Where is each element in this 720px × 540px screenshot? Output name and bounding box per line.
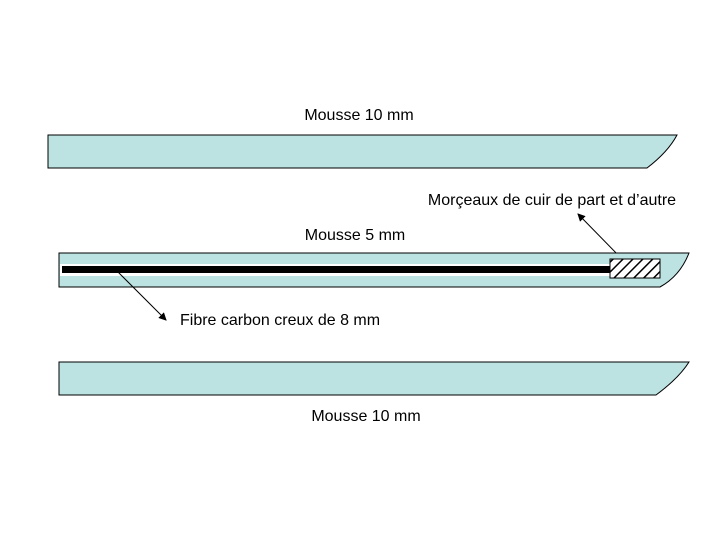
carbon-tube-arrow [117,271,167,321]
carbon-tube [62,266,610,273]
leather-label: Morçeaux de cuir de part et d’autre [428,192,676,209]
bottom-foam-layer [58,361,690,396]
top-foam-label: Mousse 10 mm [304,107,413,124]
carbon-tube-label: Fibre carbon creux de 8 mm [180,312,380,329]
top-foam-layer [47,134,678,169]
leather-arrow [577,213,623,260]
middle-foam-label: Mousse 5 mm [305,227,405,244]
leather-piece [609,258,661,279]
bottom-foam-label: Mousse 10 mm [311,408,420,425]
